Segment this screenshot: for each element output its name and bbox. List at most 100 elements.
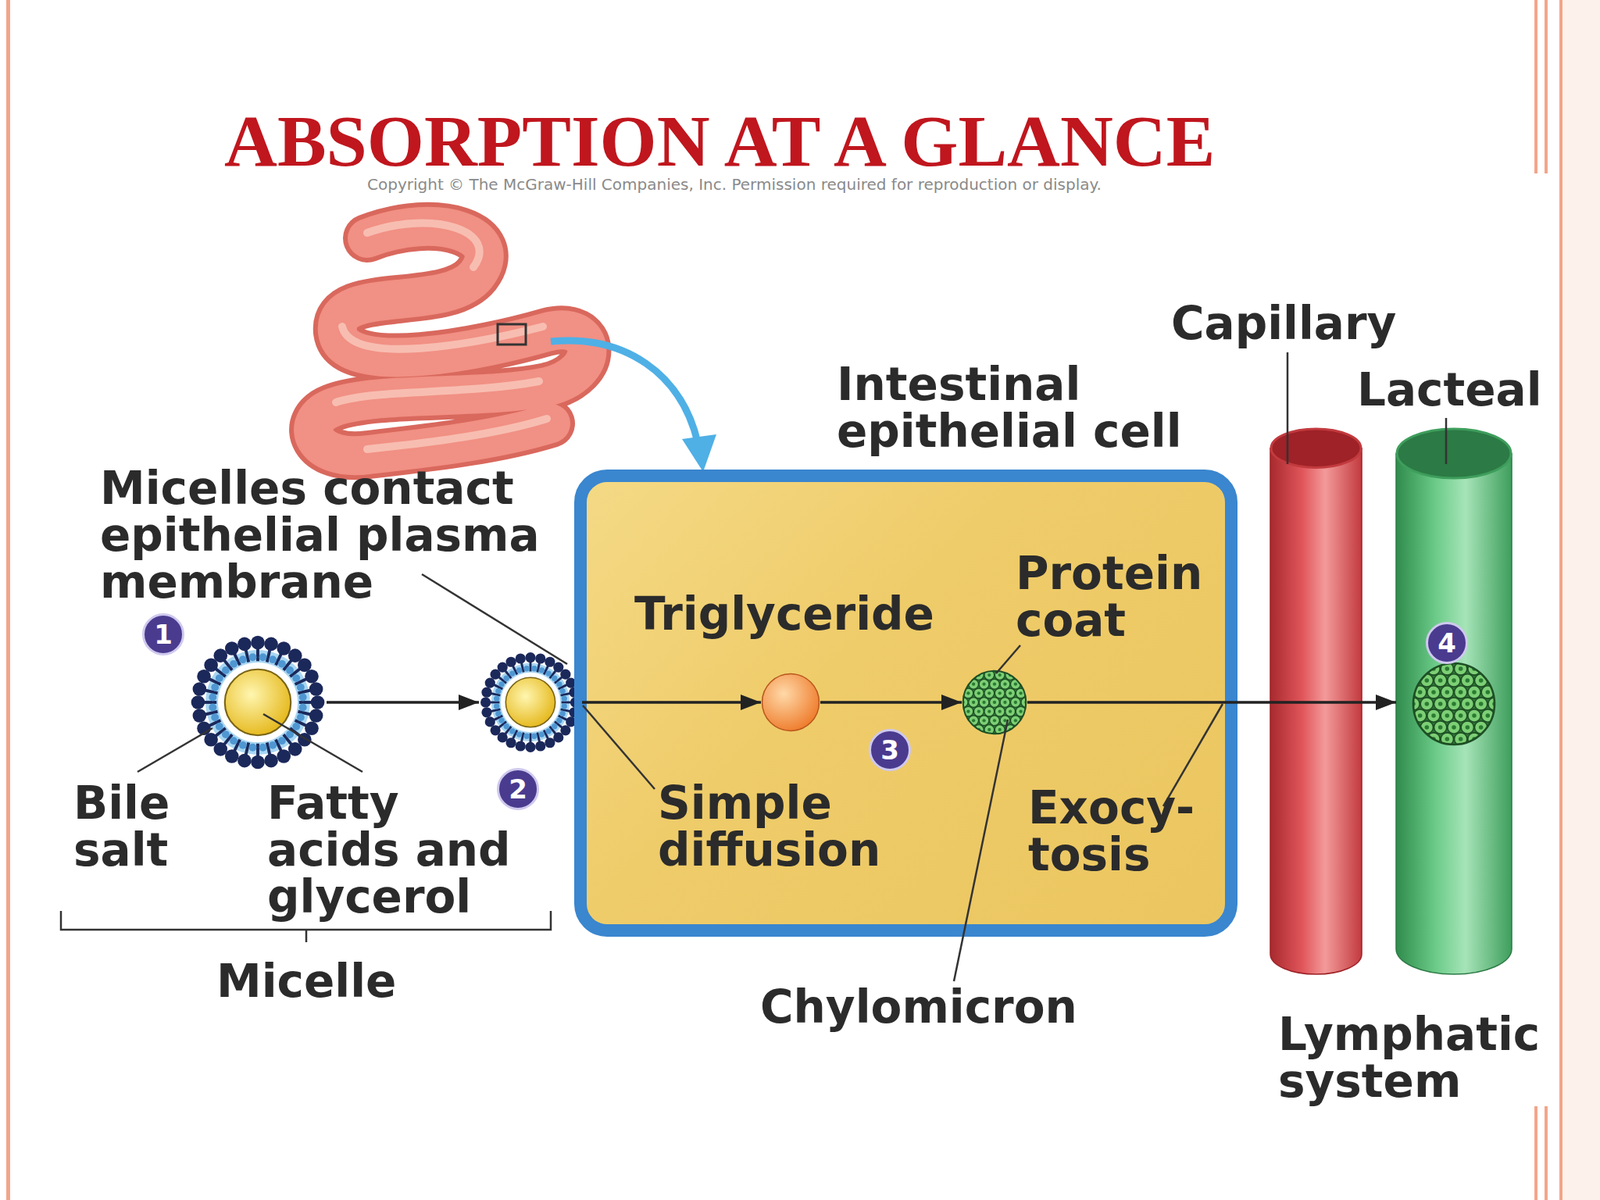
protein-coat-dot — [1478, 678, 1484, 683]
bile-salt-dot — [215, 722, 224, 731]
bile-salt-head — [288, 742, 303, 757]
bile-salt-head — [553, 732, 564, 743]
protein-coat-bead — [978, 715, 990, 726]
protein-coat-dot — [1014, 718, 1018, 722]
protein-coat-bead — [968, 715, 979, 726]
protein-coat-dot — [977, 691, 981, 695]
protein-coat-bead — [1475, 697, 1488, 711]
bile-salt-dot — [539, 731, 545, 737]
protein-coat-bead — [1460, 721, 1474, 734]
protein-coat-bead — [1475, 674, 1488, 687]
bile-salt-head — [481, 707, 492, 718]
bile-salt-dot — [556, 717, 562, 723]
bile-salt-dot — [296, 713, 305, 722]
bile-salt-tail — [256, 648, 260, 661]
cell-heading: Intestinal epithelial cell — [836, 360, 1228, 455]
intestine-highlight — [335, 223, 547, 450]
bile-salt-dot — [285, 666, 294, 675]
flow-arrow — [820, 700, 962, 704]
zoom-square — [497, 324, 526, 345]
bile-salt-dot — [229, 660, 238, 668]
micelle-label: Micelle — [216, 957, 397, 1005]
bile-salt-dot — [495, 710, 501, 717]
protein-coat-bead — [974, 706, 985, 717]
chylomicron: Protein coatChylomicron — [961, 669, 1028, 736]
bile-salt-head — [505, 657, 516, 668]
fat-core — [505, 677, 555, 727]
protein-coat-dot — [1431, 689, 1436, 695]
bile-salt-tails — [203, 648, 311, 756]
bile-salt-dot — [531, 733, 537, 740]
bile-salt-dot — [556, 681, 562, 687]
bile-salt-dot — [498, 681, 504, 687]
bile-salt-dot — [495, 688, 501, 694]
bile-salt-dot — [523, 665, 529, 672]
protein-coat-bead — [989, 697, 1000, 708]
callout-number: 3 — [868, 728, 911, 772]
protein-coat-dot — [1445, 713, 1450, 718]
micelle: Micelles contact epithelial plasma membr… — [478, 650, 583, 754]
bile-salt-head — [515, 740, 526, 751]
bile-salt-dot — [292, 674, 300, 683]
protein-coat-dot — [992, 700, 997, 704]
protein-coat-dot — [971, 718, 975, 722]
bile-salt-head — [225, 749, 240, 764]
tube-opening — [1396, 428, 1511, 479]
bile-salt-dot — [239, 655, 247, 664]
protein-coat-dot — [1417, 689, 1423, 695]
micelle: Micelle — [189, 633, 327, 772]
leader-line — [137, 728, 213, 772]
micelle-shape — [189, 633, 327, 772]
bile-salt-head — [490, 725, 501, 736]
protein-coat-dot — [1451, 701, 1457, 707]
bile-salt-dot — [268, 655, 277, 664]
part-label: Chylomicron — [760, 983, 1078, 1031]
bile-salt-dot — [503, 675, 510, 682]
protein-coat-dot — [1485, 713, 1491, 718]
protein-coat-bead — [1000, 697, 1011, 708]
protein-coat-dot — [1478, 725, 1484, 730]
vessel-label: Capillary — [1171, 300, 1397, 347]
fat-core — [225, 669, 291, 736]
bile-salt-dot — [509, 728, 515, 734]
chylomicron-outline — [1413, 663, 1495, 745]
protein-coat-dot — [1431, 713, 1436, 718]
protein-coat-bead — [1000, 678, 1011, 690]
protein-coat-dot — [1003, 718, 1007, 722]
micelle-band — [205, 650, 311, 755]
protein-coat-dot — [987, 691, 991, 695]
protein-coat-dot — [982, 700, 986, 704]
protein-coat-dot — [1425, 725, 1430, 730]
bile-salt-tail — [256, 743, 260, 757]
micelle-shape — [478, 650, 583, 754]
tube-shape — [1270, 428, 1362, 975]
protein-coat-dot — [1003, 700, 1007, 704]
protein-coat-bead — [984, 688, 995, 699]
bile-salt-head — [264, 753, 279, 768]
bile-salt-dot — [278, 660, 286, 668]
protein-coat-bead — [1440, 685, 1454, 699]
bile-salt-dot — [259, 653, 268, 661]
bile-salt-tail — [203, 700, 217, 704]
protein-coat-dot — [998, 673, 1002, 677]
page-border-line — [1544, 0, 1548, 174]
protein-coat-dot — [1458, 689, 1464, 695]
flow-arrow — [326, 700, 479, 704]
protein-coat-dot — [987, 673, 991, 677]
protein-coat-bead — [1447, 674, 1461, 687]
protein-coat-dot — [998, 691, 1002, 695]
bile-salt-dot — [208, 703, 217, 712]
protein-coat-dot — [1417, 713, 1423, 718]
protein-coat-dot — [1014, 700, 1018, 704]
bile-salt-head — [264, 637, 279, 652]
protein-coat-dot — [1003, 682, 1007, 686]
callout-number: 2 — [496, 767, 540, 811]
protein-coat-bead — [1447, 721, 1461, 734]
protein-coat-dot — [1014, 682, 1018, 686]
bile-salt-dot — [545, 728, 551, 734]
capillary-tube: Capillary — [1270, 428, 1362, 975]
protein-coat-dot — [992, 682, 997, 686]
chylomicron-fill — [1413, 663, 1495, 745]
bile-salt-dot — [551, 675, 558, 682]
protein-coat-bead — [1454, 709, 1468, 722]
